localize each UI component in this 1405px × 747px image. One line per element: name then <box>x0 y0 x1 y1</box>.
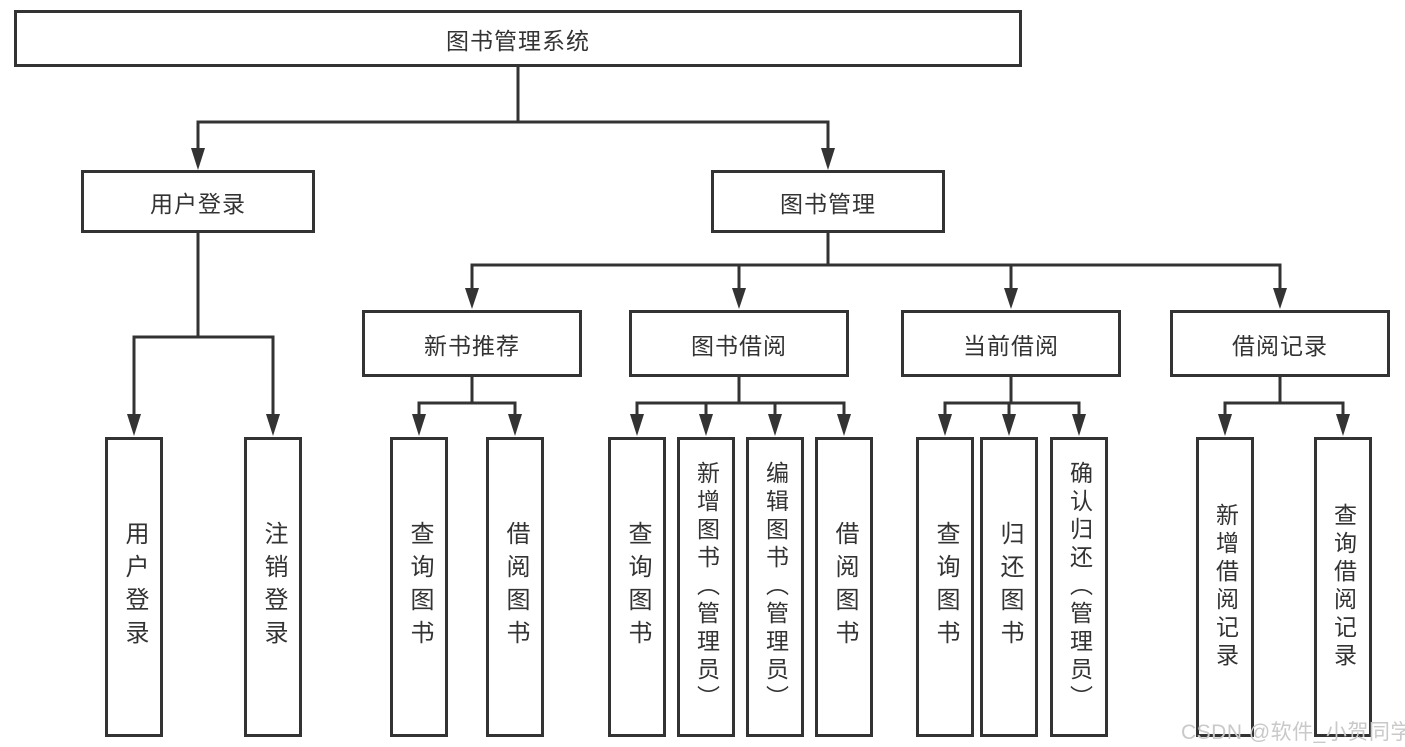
leaf-logout-label: 注销登录 <box>260 521 287 653</box>
leaf-borrow-books-label: 借阅图书 <box>831 521 858 653</box>
leaf-borrow-books: 借阅图书 <box>815 437 873 737</box>
node-current-borrowing: 当前借阅 <box>901 310 1121 377</box>
leaf-add-books-admin: 新增图书（管理员） <box>677 437 735 737</box>
leaf-borrow-books-recommend-label: 借阅图书 <box>502 521 529 653</box>
leaf-query-books-current-label: 查询图书 <box>932 521 959 653</box>
node-borrow-records-label: 借阅记录 <box>1232 332 1328 359</box>
node-root: 图书管理系统 <box>14 10 1022 67</box>
node-new-book-recommend: 新书推荐 <box>362 310 582 377</box>
leaf-logout: 注销登录 <box>244 437 302 737</box>
arrowheads <box>127 148 1350 436</box>
csdn-watermark: CSDN @软件_小贺同学 <box>1181 721 1405 744</box>
node-root-label: 图书管理系统 <box>446 27 590 54</box>
leaf-query-books-recommend-label: 查询图书 <box>406 521 433 653</box>
node-book-management-label: 图书管理 <box>780 190 876 217</box>
node-book-management: 图书管理 <box>711 170 945 233</box>
node-user-login: 用户登录 <box>81 170 315 233</box>
leaf-return-books-label: 归还图书 <box>996 521 1023 653</box>
leaf-query-books-recommend: 查询图书 <box>390 437 448 737</box>
node-user-login-label: 用户登录 <box>150 190 246 217</box>
leaf-query-books-borrowing: 查询图书 <box>608 437 666 737</box>
leaf-edit-books-admin-label: 编辑图书（管理员） <box>762 461 789 713</box>
leaf-confirm-return-admin: 确认归还（管理员） <box>1050 437 1108 737</box>
leaf-edit-books-admin: 编辑图书（管理员） <box>746 437 804 737</box>
leaf-borrow-books-recommend: 借阅图书 <box>486 437 544 737</box>
leaf-user-login: 用户登录 <box>105 437 163 737</box>
leaf-return-books: 归还图书 <box>980 437 1038 737</box>
node-book-borrowing-label: 图书借阅 <box>691 332 787 359</box>
leaf-query-books-current: 查询图书 <box>916 437 974 737</box>
leaf-query-borrow-record-label: 查询借阅记录 <box>1330 503 1357 671</box>
node-new-book-recommend-label: 新书推荐 <box>424 332 520 359</box>
leaf-query-books-borrowing-label: 查询图书 <box>624 521 651 653</box>
leaf-add-books-admin-label: 新增图书（管理员） <box>693 461 720 713</box>
node-borrow-records: 借阅记录 <box>1170 310 1390 377</box>
leaf-confirm-return-admin-label: 确认归还（管理员） <box>1066 461 1093 713</box>
leaf-add-borrow-record-label: 新增借阅记录 <box>1212 503 1239 671</box>
node-current-borrowing-label: 当前借阅 <box>963 332 1059 359</box>
leaf-add-borrow-record: 新增借阅记录 <box>1196 437 1254 737</box>
node-book-borrowing: 图书借阅 <box>629 310 849 377</box>
leaf-user-login-label: 用户登录 <box>121 521 148 653</box>
leaf-query-borrow-record: 查询借阅记录 <box>1314 437 1372 737</box>
